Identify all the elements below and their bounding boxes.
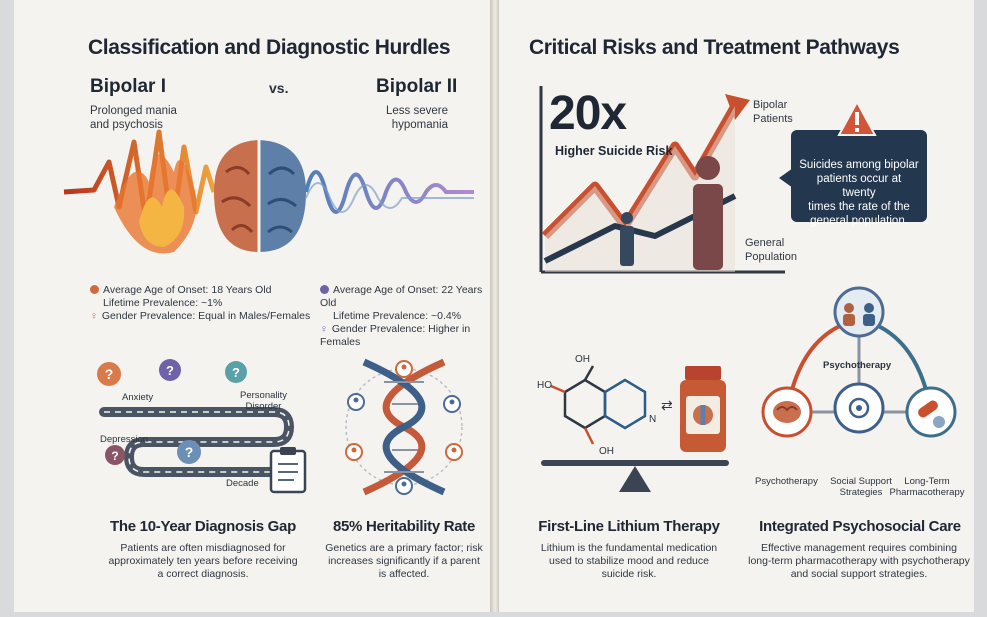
pills-icon (905, 386, 957, 438)
equilibrium-arrows-icon: ⇄ (661, 397, 673, 413)
bipolar-patients-label: Bipolar Patients (753, 99, 793, 125)
gender-icon: ♀ (320, 323, 328, 335)
therapy-session-icon (833, 286, 885, 338)
bipolar-2-prevalence: Lifetime Prevalence: ~0.4% (333, 310, 462, 322)
brain-waves-illustration (63, 129, 474, 254)
dna-network-illustration (345, 358, 463, 496)
heritability-description: Genetics are a primary factor; risk incr… (325, 542, 483, 580)
arrow-up-icon (725, 94, 750, 120)
care-network-diagram (761, 286, 957, 438)
gender-icon: ♀ (90, 310, 98, 322)
risk-multiplier: 20x (549, 87, 627, 140)
question-pin-icon: ? (225, 361, 247, 383)
question-pin-icon: ? (105, 445, 125, 465)
person-node-icon (395, 360, 413, 378)
bipolar-1-label: Bipolar I (90, 76, 167, 97)
depression-label: Depression (100, 434, 149, 445)
callout-pointer (779, 168, 793, 188)
left-page-title: Classification and Diagnostic Hurdles (88, 36, 451, 59)
brain-icon (214, 140, 306, 252)
diagnosis-road-diagram: ? ? ? ? ? (97, 359, 295, 477)
care-label-psychotherapy: Psychotherapy (755, 476, 818, 487)
hydroxyl-left-label: HO (537, 380, 552, 391)
right-page: Critical Risks and Treatment Pathways 20… (498, 0, 974, 612)
lithium-title: First-Line Lithium Therapy (538, 518, 720, 535)
svg-text:?: ? (166, 363, 174, 378)
care-label-pharmacotherapy: Long-Term Pharmacotherapy (889, 476, 965, 498)
bipolar-1-stats: Average Age of Onset: 18 Years Old Lifet… (90, 284, 310, 323)
bipolar-1-description: Prolonged mania and psychosis (90, 105, 177, 131)
book-spine (490, 0, 500, 612)
social-support-icon (833, 382, 885, 434)
bipolar-2-onset: Average Age of Onset: 22 Years Old (320, 284, 483, 309)
question-pin-icon: ? (159, 359, 181, 381)
balance-scale-icon (541, 460, 729, 492)
open-book: Classification and Diagnostic Hurdles Bi… (14, 0, 974, 612)
fire-icon (63, 129, 217, 254)
care-description: Effective management requires combining … (748, 542, 970, 580)
heritability-title: 85% Heritability Rate (332, 518, 476, 535)
bipolar-1-onset: Average Age of Onset: 18 Years Old (90, 284, 310, 297)
person-node-icon (445, 443, 463, 461)
hydroxyl-bottom-label: OH (599, 446, 614, 457)
person-node-icon (443, 395, 461, 413)
wave-icon (304, 170, 474, 214)
dna-helix-icon (362, 358, 446, 496)
diagnosis-gap-description: Patients are often misdiagnosed for appr… (108, 542, 298, 580)
general-population-label: General Population (745, 237, 797, 263)
lithium-balance-illustration: ⇄ (541, 365, 729, 492)
bipolar-1-gender: ♀Gender Prevalence: Equal in Males/Femal… (90, 310, 311, 322)
question-pin-icon: ? (177, 440, 201, 464)
nitrogen-label: N (649, 414, 657, 425)
svg-text:?: ? (185, 444, 194, 460)
bipolar-2-label: Bipolar II (376, 76, 458, 97)
medicine-bottle-icon (680, 366, 726, 452)
bipolar-2-gender: ♀Gender Prevalence: Higher in Females (320, 323, 471, 348)
person-small-icon (620, 212, 634, 266)
clipboard-icon (269, 447, 307, 494)
personality-disorder-label: Personality Disorder (240, 390, 287, 412)
bipolar-2-description: Less severe hypomania (385, 105, 448, 131)
risk-multiplier-label: Higher Suicide Risk (555, 144, 673, 158)
person-node-icon (395, 477, 413, 495)
svg-text:?: ? (232, 365, 240, 380)
anxiety-label: Anxiety (122, 392, 154, 403)
care-label-social-support: Social Support Strategies (830, 476, 892, 498)
svg-text:?: ? (105, 366, 114, 382)
molecule-icon (550, 365, 647, 445)
person-node-icon (345, 443, 363, 461)
warning-icon (837, 100, 877, 136)
risk-trend-illustration (539, 86, 785, 274)
care-title: Integrated Psychosocial Care (759, 518, 961, 535)
diagnosis-gap-title: The 10-Year Diagnosis Gap (110, 518, 296, 535)
decade-label: Decade (226, 478, 259, 489)
person-large-icon (693, 156, 723, 270)
care-top-label: Psychotherapy (823, 360, 892, 371)
bipolar-1-prevalence: Lifetime Prevalence: ~1% (103, 297, 223, 309)
question-pin-icon: ? (97, 362, 121, 386)
suicide-risk-callout: Suicides among bipolar patients occur at… (791, 130, 927, 227)
vs-label: vs. (269, 80, 289, 96)
bipolar-2-stats: Average Age of Onset: 22 Years Old Lifet… (320, 284, 491, 349)
lithium-description: Lithium is the fundamental medication us… (540, 542, 718, 580)
person-node-icon (347, 393, 365, 411)
svg-text:?: ? (111, 449, 118, 463)
left-page: Classification and Diagnostic Hurdles Bi… (14, 0, 492, 612)
right-page-title: Critical Risks and Treatment Pathways (529, 36, 900, 59)
brain-icon (761, 386, 813, 438)
hydroxyl-top-label: OH (575, 354, 590, 365)
